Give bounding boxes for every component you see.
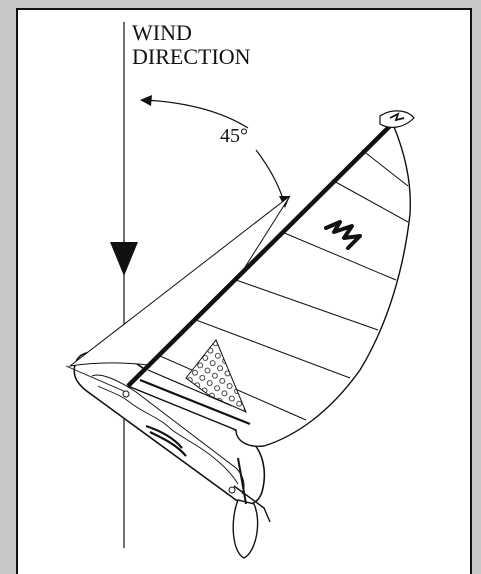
angle-arrow-left-icon [140,95,152,106]
wind-label-line1: WIND [132,20,192,45]
stern-fitting [228,486,236,494]
batten-4 [235,279,379,331]
wind-label-line2: DIRECTION [132,44,251,69]
sail-logo [324,220,362,250]
hull-wave-line [97,385,239,485]
boom [139,378,251,426]
hull-logo [145,424,187,457]
trampoline-mesh [185,339,247,413]
batten-3 [281,231,397,281]
rudder [232,499,259,559]
angle-arc [145,99,249,129]
bow-fitting [122,390,130,398]
angle-label: 45° [220,125,248,147]
shroud-line [65,365,127,393]
masthead-logo [389,112,405,122]
batten-1 [361,149,409,187]
main-sail [126,120,412,447]
batten-2 [331,179,409,223]
hull-inner-line [91,374,245,495]
wind-arrow-icon [110,242,138,276]
mast [126,122,394,388]
angle-arc-lower [255,149,285,203]
batten-5 [195,319,351,379]
tiller-extension [237,457,247,505]
crossbar [147,369,233,407]
